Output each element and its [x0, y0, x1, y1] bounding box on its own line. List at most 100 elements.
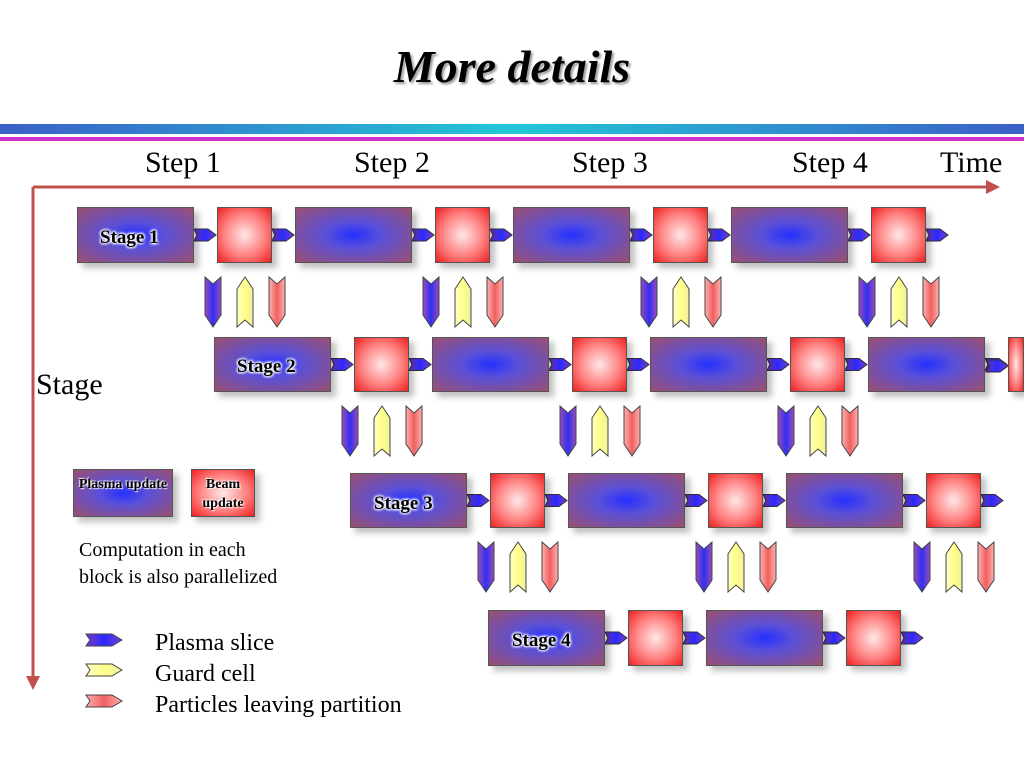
stage-1-arrow-4 [489, 228, 513, 242]
exchange-1-2-particles [486, 275, 504, 328]
legend-particles-label: Particles leaving partition [155, 692, 402, 718]
title-rule-gradient [0, 124, 1024, 134]
stage-2-arrow-1 [330, 358, 354, 371]
exchange-1-1-plasma [204, 275, 222, 328]
key-plasma-label: Plasma update [78, 477, 168, 492]
stage-axis-arrowhead [26, 676, 40, 690]
stage-1-plasma-block-3 [513, 207, 630, 263]
stage-2-plasma-block-4 [868, 337, 985, 392]
stage-1-plasma-block-2 [295, 207, 412, 263]
stage-1-arrow-5 [629, 228, 653, 242]
exchange-3-3-particles [977, 540, 995, 593]
stage-4-arrow-1 [604, 631, 628, 645]
exchange-1-3-guard [672, 276, 690, 329]
stage-1-arrow-7 [847, 228, 871, 242]
stage-3-beam-block-2 [708, 473, 763, 528]
stage-3-plasma-block-2 [568, 473, 685, 528]
stage-1-plasma-block-4 [731, 207, 848, 263]
step-4-label: Step 4 [792, 146, 868, 179]
legend-plasma-slice-label: Plasma slice [155, 630, 275, 656]
exchange-3-1-particles [541, 540, 559, 593]
stage-1-plasma-block-1 [77, 207, 194, 263]
legend-guard-cell-arrow [85, 663, 123, 677]
exchange-2-2-particles [623, 404, 641, 457]
exchange-3-3-guard [945, 541, 963, 594]
stage-2-plasma-block-1 [214, 337, 331, 392]
title-rule-magenta [0, 137, 1024, 141]
step-2-label: Step 2 [354, 146, 430, 179]
legend-guard-cell-label: Guard cell [155, 661, 256, 687]
stage-2-arrow-4 [626, 358, 650, 371]
exchange-1-4-plasma [858, 275, 876, 328]
stage-2-plasma-block-3 [650, 337, 767, 392]
stage-3-arrow-6 [980, 494, 1004, 507]
stage-4-arrow-3 [822, 631, 846, 645]
stage-2-plasma-block-2 [432, 337, 549, 392]
stage-1-beam-block-3 [653, 207, 708, 263]
stage-2-beam-block-1 [354, 337, 409, 392]
stage-2-beam-block-4 [1008, 337, 1024, 392]
stage-1-beam-block-4 [871, 207, 926, 263]
stage-4-arrow-4 [900, 631, 924, 645]
exchange-2-1-particles [405, 404, 423, 457]
exchange-1-4-particles [922, 275, 940, 328]
exchange-2-2-plasma [559, 404, 577, 457]
stage-2-arrow-6 [844, 358, 868, 371]
step-3-label: Step 3 [572, 146, 648, 179]
stage-4-plasma-block-2 [706, 610, 823, 666]
stage-3-arrow-5 [902, 494, 926, 507]
exchange-2-3-guard [809, 405, 827, 458]
stage-2-arrow-3 [548, 358, 572, 371]
exchange-3-2-particles [759, 540, 777, 593]
exchange-3-1-plasma [477, 540, 495, 593]
time-axis-label: Time [940, 146, 1003, 179]
key-beam-label: Beam update [202, 477, 244, 511]
stage-2-label: Stage 2 [237, 356, 296, 377]
stage-2-arrow-tail [985, 359, 1009, 373]
exchange-1-3-plasma [640, 275, 658, 328]
stage-3-plasma-block-1 [350, 473, 467, 528]
time-axis-arrowhead [986, 180, 1000, 194]
slide-title: More details [393, 41, 631, 92]
legend-plasma-slice-arrow [85, 633, 123, 647]
stage-1-arrow-2 [271, 228, 295, 242]
exchange-2-2-guard [591, 405, 609, 458]
stage-1-arrow-1 [193, 228, 217, 242]
stage-3-beam-block-1 [490, 473, 545, 528]
legend-particles-arrow [85, 694, 123, 708]
exchange-2-3-particles [841, 404, 859, 457]
exchange-1-2-guard [454, 276, 472, 329]
exchange-1-1-particles [268, 275, 286, 328]
stage-1-beam-block-2 [435, 207, 490, 263]
key-plasma-block [73, 469, 173, 517]
stage-3-arrow-4 [762, 494, 786, 507]
exchange-2-1-plasma [341, 404, 359, 457]
stage-3-plasma-block-3 [786, 473, 903, 528]
stage-3-arrow-1 [466, 494, 490, 507]
exchange-3-3-plasma [913, 540, 931, 593]
stage-3-arrow-2 [544, 494, 568, 507]
stage-1-label: Stage 1 [100, 227, 159, 248]
stage-4-plasma-block-1 [488, 610, 605, 666]
exchange-2-3-plasma [777, 404, 795, 457]
stage-1-arrow-3 [411, 228, 435, 242]
stage-3-arrow-3 [684, 494, 708, 507]
exchange-3-1-guard [509, 541, 527, 594]
stage-2-beam-block-3 [790, 337, 845, 392]
exchange-1-4-guard [890, 276, 908, 329]
stage-3-label: Stage 3 [374, 493, 433, 514]
stage-3-beam-block-3 [926, 473, 981, 528]
exchange-1-3-particles [704, 275, 722, 328]
stage-4-beam-block-1 [628, 610, 683, 666]
stage-1-beam-block-1 [217, 207, 272, 263]
stage-axis-label: Stage [36, 368, 103, 401]
stage-2-beam-block-2 [572, 337, 627, 392]
stage-1-arrow-8 [925, 228, 949, 242]
exchange-2-1-guard [373, 405, 391, 458]
step-1-label: Step 1 [145, 146, 221, 179]
exchange-arrows [204, 275, 995, 594]
plasma-slice-arrows [193, 228, 1009, 645]
parallelized-note: Computation in each block is also parall… [79, 539, 278, 588]
stage-4-arrow-2 [682, 631, 706, 645]
